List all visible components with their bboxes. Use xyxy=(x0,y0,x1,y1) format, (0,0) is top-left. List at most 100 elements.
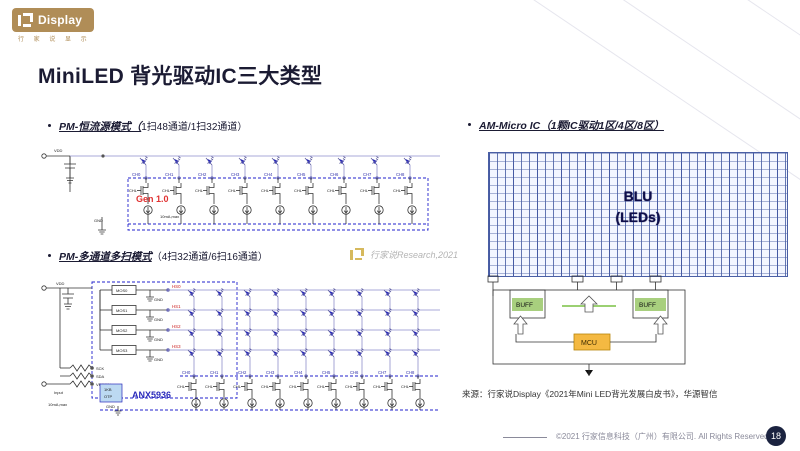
bullet-dot-icon xyxy=(468,123,471,126)
led-0-4-rays xyxy=(304,288,308,293)
led-2-5-rays xyxy=(332,328,336,333)
ch-mos-5-drain xyxy=(331,379,337,384)
led-7-rays xyxy=(375,156,379,161)
current-source-7-arrow xyxy=(376,207,382,214)
channel-label-7: CH7 xyxy=(378,370,387,375)
pin-label-0: SCK xyxy=(96,366,105,371)
gen1-vdd-label: VDD xyxy=(54,148,63,153)
led-3-5-bar xyxy=(329,352,334,356)
sw-gnd-1 xyxy=(146,310,154,322)
scan-line-label-3: HS3 xyxy=(172,344,181,349)
blu-label: BLU (LEDs) xyxy=(488,186,788,228)
anx-vdd-label: VDD xyxy=(56,281,65,286)
channel-label-5: CH5 xyxy=(322,370,331,375)
led-0-8-rays xyxy=(416,288,420,293)
brand-mark-icon xyxy=(18,13,34,27)
brand-logo-subtitle: 行 家 说 显 示 xyxy=(18,37,91,43)
channel-label-1: CH1 xyxy=(210,370,219,375)
ch-mos-7-drain xyxy=(387,379,393,384)
anx-otp-line2: OTP xyxy=(104,394,113,399)
led-2-5-bar xyxy=(329,332,334,336)
led-1-7-rays xyxy=(388,308,392,313)
led-1-6-bar xyxy=(357,312,362,316)
led-0-1-bar xyxy=(217,292,222,296)
led-1-2-bar xyxy=(245,312,250,316)
led-2-3-rays xyxy=(276,328,280,333)
mos-6-source xyxy=(341,193,347,198)
anx-gnd-label: GND xyxy=(106,404,115,409)
ch-current-source-7-arrow xyxy=(389,400,395,407)
led-1-3-bar xyxy=(273,312,278,316)
driver-block-diagram: BUFF BUFF MCU xyxy=(487,275,788,380)
led-1-8-rays xyxy=(416,308,420,313)
sw-gnd-0 xyxy=(146,290,154,302)
ch-mos-6-source xyxy=(359,389,365,394)
gate-label-5: CHL xyxy=(294,188,303,193)
led-1-7-bar xyxy=(385,312,390,316)
led-0-0-rays xyxy=(192,288,196,293)
ch-mos-2-source xyxy=(247,389,253,394)
led-3-2-rays xyxy=(248,348,252,353)
led-3-3-bar xyxy=(273,352,278,356)
current-source-1-arrow xyxy=(178,207,184,214)
pin-node-0 xyxy=(90,366,94,370)
gate-label-2: CHL xyxy=(195,188,204,193)
led-3-3-rays xyxy=(276,348,280,353)
led-3-6-rays xyxy=(360,348,364,353)
led-3-1-bar xyxy=(217,352,222,356)
led-1-4-bar xyxy=(301,312,306,316)
ch-mos-8-drain xyxy=(415,379,421,384)
led-3-4-bar xyxy=(301,352,306,356)
ch-gate-label-8: CHL xyxy=(401,384,410,389)
ch-gate-label-7: CHL xyxy=(373,384,382,389)
led-1-rays xyxy=(177,156,181,161)
switch-gnd-0: GND xyxy=(154,297,163,302)
mos-8-drain xyxy=(407,183,413,188)
watermark: 行家说Research,2021 xyxy=(350,248,458,261)
ch-gate-label-5: CHL xyxy=(317,384,326,389)
channel-label-0: CH0 xyxy=(132,172,141,177)
mos-3-drain xyxy=(242,183,248,188)
ch-gate-label-4: CHL xyxy=(289,384,298,389)
channel-label-5: CH5 xyxy=(297,172,306,177)
bullet-1-strong: PM-恒流源模式（ xyxy=(59,121,142,133)
led-2-1-rays xyxy=(220,328,224,333)
led-2-6-bar xyxy=(357,332,362,336)
buffer-left-label: BUFF xyxy=(516,302,533,309)
ch-current-source-4-arrow xyxy=(305,400,311,407)
led-3-0-bar xyxy=(189,352,194,356)
ch-mos-7-source xyxy=(387,389,393,394)
led-0-6-bar xyxy=(357,292,362,296)
led-1-5-bar xyxy=(329,312,334,316)
led-2-rays xyxy=(210,156,214,161)
pin-node-1 xyxy=(90,374,94,378)
gen1-gnd-label: GND xyxy=(94,218,103,223)
led-2-3-bar xyxy=(273,332,278,336)
switch-label-2: MOS2 xyxy=(116,328,128,333)
switch-label-3: MOS3 xyxy=(116,348,128,353)
led-2-4-bar xyxy=(301,332,306,336)
channel-label-2: CH2 xyxy=(238,370,247,375)
channel-label-4: CH4 xyxy=(294,370,303,375)
led-2-0-rays xyxy=(192,328,196,333)
footer-copyright: ©2021 行家信息科技（广州）有限公司. All Rights Reserve… xyxy=(556,432,771,441)
ch-gate-label-2: CHL xyxy=(233,384,242,389)
led-1-2-rays xyxy=(248,308,252,313)
led-3-bar xyxy=(240,160,245,164)
led-8-rays xyxy=(408,156,412,161)
blu-panel-wrap: BLU (LEDs) xyxy=(488,152,788,277)
mos-6-drain xyxy=(341,183,347,188)
gen1-title: Gen 1.0 xyxy=(136,194,169,204)
blu-led-grid xyxy=(488,152,788,277)
ch-mos-3-source xyxy=(275,389,281,394)
led-0-2-bar xyxy=(245,292,250,296)
led-1-1-bar xyxy=(217,312,222,316)
channel-label-0: CH0 xyxy=(182,370,191,375)
channel-label-1: CH1 xyxy=(165,172,174,177)
mos-3-source xyxy=(242,193,248,198)
led-2-8-rays xyxy=(416,328,420,333)
ch-mos-0-source xyxy=(191,389,197,394)
led-3-5-rays xyxy=(332,348,336,353)
bullet-dot-icon xyxy=(48,254,51,257)
